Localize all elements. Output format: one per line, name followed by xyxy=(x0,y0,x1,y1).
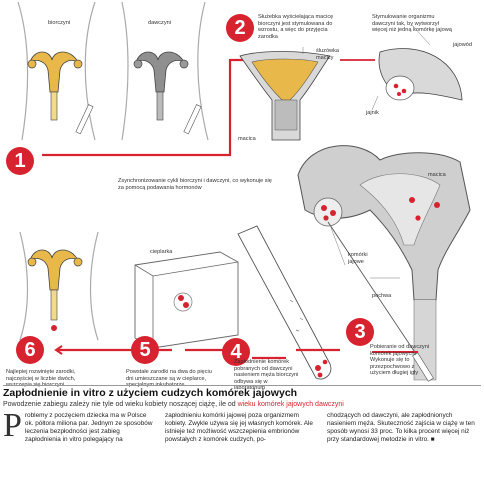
ovary-closeup xyxy=(378,48,463,101)
uterus-step6 xyxy=(27,249,83,331)
arrow-flow-bottom xyxy=(58,348,340,360)
column-1-text: roblemy z poczęciem dziecka ma w Polsce … xyxy=(24,412,153,443)
uterus-biorczyni xyxy=(27,51,83,121)
label-macica-big: macica xyxy=(428,172,446,178)
article-subtitle: Powodzenie zabiegu zależy nie tyle od wi… xyxy=(3,400,481,409)
article-column-3: chodzących od dawczyni, ale zapłodnionyc… xyxy=(327,412,475,443)
uterus-closeup xyxy=(239,51,331,141)
syringe-icon xyxy=(75,104,202,135)
needle xyxy=(327,221,421,361)
body-outline-biorczyni xyxy=(17,1,29,141)
article-title: Zapłodnienie in vitro z użyciem cudzych … xyxy=(3,387,298,399)
label-step2: Służebka wyściełająca macicę biorczyni j… xyxy=(258,14,334,40)
step-badge-5: 5 xyxy=(131,336,159,364)
step-badge-2: 2 xyxy=(226,14,254,42)
label-jajnik: jajnik xyxy=(366,110,379,116)
label-stim: Stymulowanie organizmu dawczyni tak, by … xyxy=(372,14,452,34)
incubator-box xyxy=(134,251,239,349)
label-macica-small: macica xyxy=(238,136,256,142)
step-badge-1: 1 xyxy=(6,147,34,175)
article-column-2: zapłodnieniu komórki jajowej poza organi… xyxy=(165,412,313,443)
subtitle-highlight: wieku komórek jajowych dawczyni xyxy=(237,401,344,408)
label-step1: Zsynchronizowanie cykli biorczyni i dawc… xyxy=(118,178,272,191)
subtitle-text: Powodzenie zabiegu zależy nie tyle od wi… xyxy=(3,401,238,408)
body-outline-step6 xyxy=(19,231,29,341)
uterus-dawczyni xyxy=(133,51,189,121)
article-divider xyxy=(3,385,481,386)
article-header: Zapłodnienie in vitro z użyciem cudzych … xyxy=(3,387,481,409)
step-badge-3: 3 xyxy=(346,318,374,346)
step-badge-6: 6 xyxy=(16,336,44,364)
label-cieplarka: cieplarka xyxy=(150,249,173,255)
arrow-step1 xyxy=(42,58,244,157)
test-tube xyxy=(237,225,332,380)
label-jajowod: jajowód xyxy=(453,42,472,48)
step-badge-4: 4 xyxy=(222,338,250,366)
label-pochwa: pochwa xyxy=(372,293,392,299)
label-sluzowka: śluzówka macicy xyxy=(316,48,340,61)
label-biorczyni: biorczyni xyxy=(48,20,71,26)
label-komorki-jajowe: komórki jajowe xyxy=(348,252,368,265)
ivf-diagram xyxy=(17,1,471,382)
body-outline-dawczyni xyxy=(121,1,129,141)
label-dawczyni: dawczyni xyxy=(148,20,172,26)
dropcap: P xyxy=(3,407,22,444)
label-step3: Pobieranie od dawczyni komórek jajowych.… xyxy=(370,344,430,377)
uterus-large xyxy=(297,145,471,381)
label-step4: Zapłodnienie komórek pobranych od dawczy… xyxy=(234,359,299,392)
